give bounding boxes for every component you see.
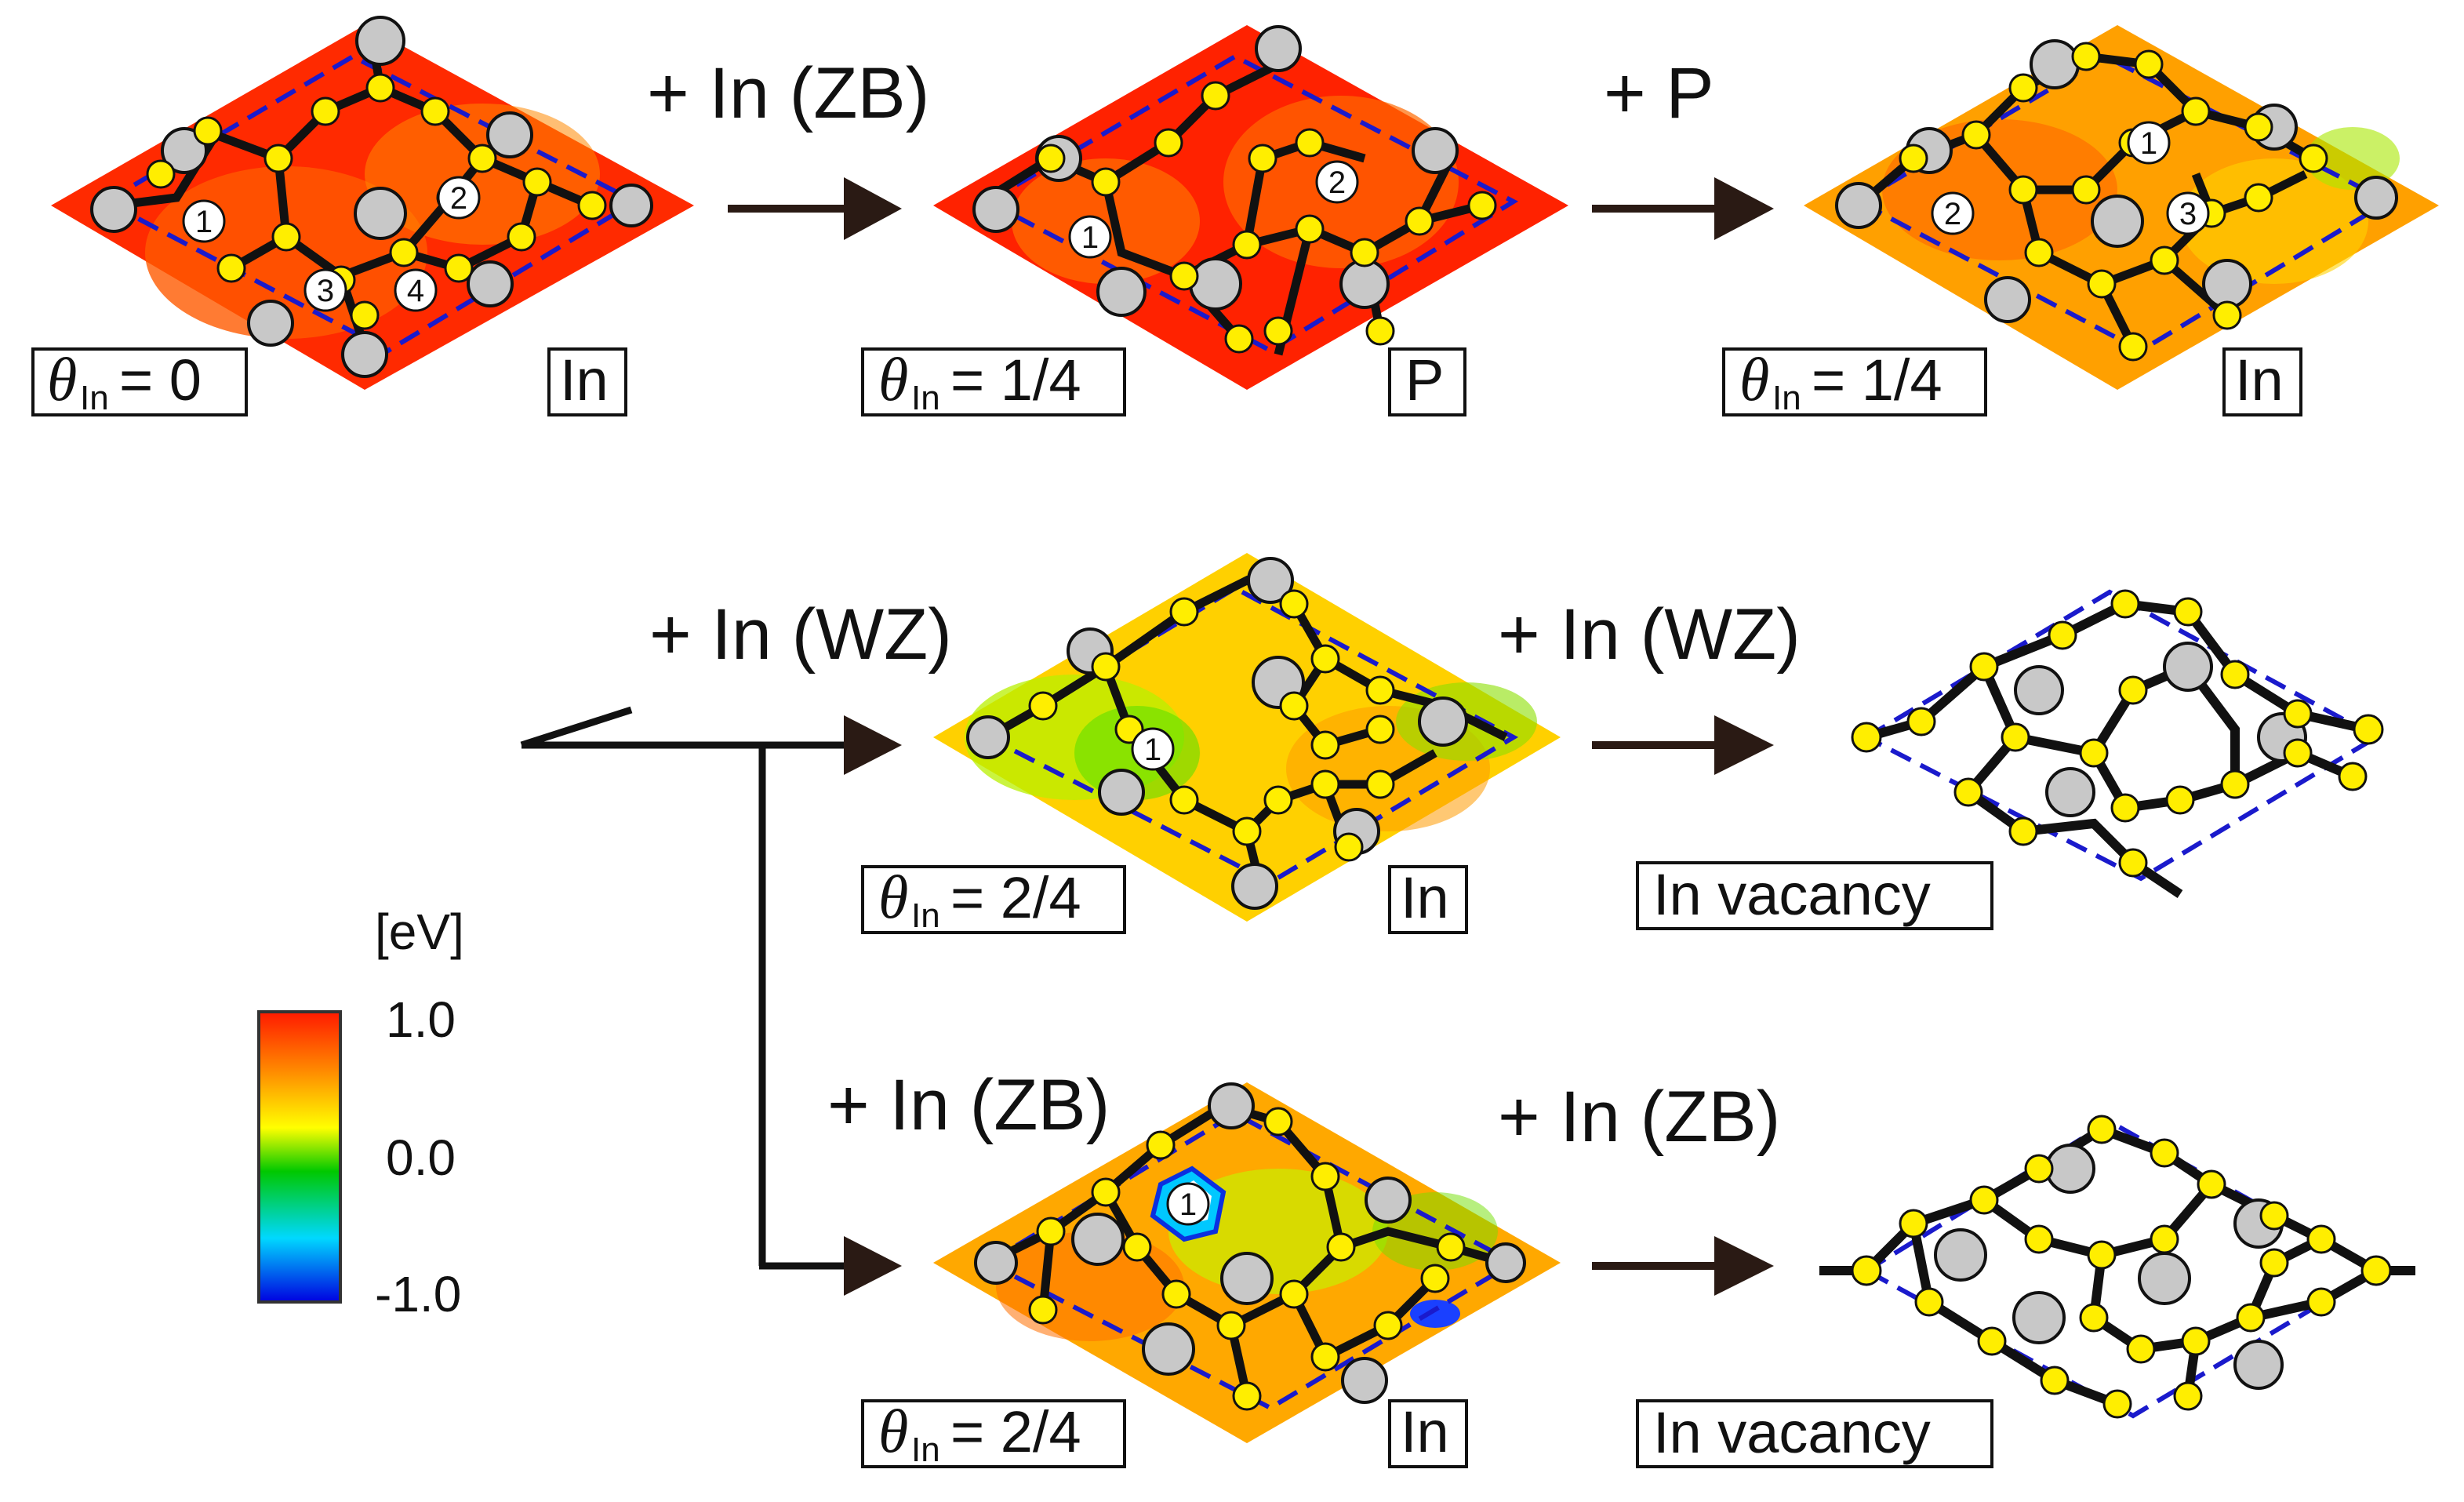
site-marker: 2 <box>437 176 481 220</box>
step-label-2: + P <box>1604 53 1714 133</box>
svg-text:4: 4 <box>407 274 424 308</box>
surface-panel-1: 1 2 3 4 <box>51 16 694 390</box>
step-label-6: + In (ZB) <box>1498 1077 1780 1157</box>
svg-text:θ: θ <box>47 345 77 413</box>
colorbar: [eV] 1.0 0.0 -1.0 <box>257 904 464 1322</box>
svg-text:= 0: = 0 <box>119 347 202 413</box>
svg-text:In: In <box>911 1431 940 1469</box>
colorbar-min-label: -1.0 <box>375 1266 461 1322</box>
map-layer-c <box>365 104 600 245</box>
svg-text:In: In <box>560 347 609 413</box>
svg-text:In: In <box>1401 865 1449 930</box>
svg-text:θ: θ <box>878 1397 908 1465</box>
svg-text:θ: θ <box>878 863 908 931</box>
svg-text:θ: θ <box>1739 345 1769 413</box>
svg-text:1: 1 <box>2140 126 2157 161</box>
svg-text:2: 2 <box>450 181 467 216</box>
svg-text:In: In <box>80 379 109 417</box>
vacancy-label: In vacancy <box>1636 861 1993 930</box>
species-label: In <box>1388 865 1468 934</box>
vacancy-structure-1 <box>1851 589 2384 898</box>
arrow-right-icon <box>728 177 902 240</box>
site-marker: 1 <box>1068 215 1112 259</box>
species-label: In <box>1388 1399 1468 1468</box>
surface-panel-3: 1 2 3 <box>1804 25 2439 390</box>
species-label: P <box>1388 347 1466 416</box>
step-label-4: + In (WZ) <box>1498 595 1801 675</box>
species-label: In <box>2222 347 2302 416</box>
surface-panel-2: 1 2 <box>933 25 1568 390</box>
colorbar-max-label: 1.0 <box>386 991 456 1048</box>
svg-text:In: In <box>2235 347 2284 413</box>
site-marker: 1 <box>182 199 226 243</box>
svg-text:In: In <box>911 896 940 935</box>
svg-text:In vacancy: In vacancy <box>1653 862 1931 927</box>
svg-text:3: 3 <box>2179 197 2197 231</box>
step-label-3: + In (WZ) <box>649 595 952 675</box>
svg-text:1: 1 <box>1144 733 1161 767</box>
arrow-right-icon <box>1592 177 1774 240</box>
site-marker: 3 <box>303 268 347 312</box>
site-marker: 1 <box>1166 1182 1210 1226</box>
site-marker: 1 <box>1131 727 1175 771</box>
arrow-right-icon <box>1592 715 1774 775</box>
svg-text:1: 1 <box>195 205 213 239</box>
colorbar-unit: [eV] <box>375 904 464 960</box>
svg-text:= 1/4: = 1/4 <box>1812 347 1942 413</box>
map-layer-c <box>2180 158 2368 284</box>
colorbar-mid-label: 0.0 <box>386 1129 456 1186</box>
svg-text:1: 1 <box>1179 1187 1197 1222</box>
svg-text:= 1/4: = 1/4 <box>950 347 1081 413</box>
coverage-label: θ In = 0 <box>31 345 248 417</box>
vacancy-structure-2 <box>1819 1115 2415 1419</box>
coverage-label: θ In = 1/4 <box>1722 345 1987 417</box>
colorbar-gradient <box>257 1010 342 1304</box>
step-label-5: + In (ZB) <box>827 1065 1110 1145</box>
site-marker: 1 <box>2127 121 2171 165</box>
svg-text:2: 2 <box>1328 165 1346 200</box>
surface-panel-4: 1 <box>933 553 1561 922</box>
site-marker: 4 <box>394 268 438 312</box>
map-layer-c <box>1012 158 1200 284</box>
arrow-right-icon <box>1592 1236 1774 1296</box>
coverage-label: θ In = 2/4 <box>861 1397 1126 1469</box>
svg-text:2: 2 <box>1944 197 1961 231</box>
svg-text:In: In <box>1401 1399 1449 1464</box>
svg-text:In vacancy: In vacancy <box>1653 1400 1931 1465</box>
site-marker: 2 <box>1931 191 1975 235</box>
surface-panel-5: 1 <box>933 1082 1561 1443</box>
svg-text:3: 3 <box>317 274 334 308</box>
site-marker: 2 <box>1315 160 1359 204</box>
step-label-1: + In (ZB) <box>647 53 929 133</box>
svg-text:In: In <box>911 379 940 417</box>
site-marker: 3 <box>2166 191 2210 235</box>
species-label: In <box>547 347 627 416</box>
coverage-label: θ In = 1/4 <box>861 345 1126 417</box>
coverage-label: θ In = 2/4 <box>861 863 1126 935</box>
branch-connector <box>520 706 902 1296</box>
svg-text:P: P <box>1405 347 1444 413</box>
svg-text:= 2/4: = 2/4 <box>950 865 1081 930</box>
svg-text:In: In <box>1772 379 1801 417</box>
svg-text:= 2/4: = 2/4 <box>950 1399 1081 1464</box>
vacancy-label: In vacancy <box>1636 1399 1993 1468</box>
svg-text:1: 1 <box>1081 220 1099 255</box>
svg-text:θ: θ <box>878 345 908 413</box>
